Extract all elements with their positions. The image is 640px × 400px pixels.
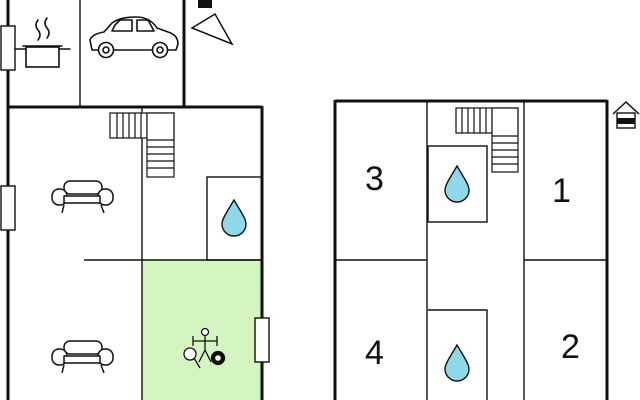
window xyxy=(254,317,270,363)
staircase-icon xyxy=(455,107,519,173)
water-drop-icon xyxy=(221,198,247,237)
bedroom-number: 3 xyxy=(365,160,384,198)
window xyxy=(0,25,16,71)
sofa-icon xyxy=(51,180,114,214)
cooking-pot-icon xyxy=(14,17,71,68)
ground-floor xyxy=(0,0,270,400)
upper-walls xyxy=(333,99,609,400)
bedroom-number: 2 xyxy=(561,328,580,366)
window xyxy=(0,185,16,231)
upper-inner-walls xyxy=(335,101,607,400)
ground-windows xyxy=(0,25,270,363)
sofa-icon xyxy=(51,340,114,374)
north-arrow-icon xyxy=(190,0,234,46)
water-drop-icon xyxy=(444,164,470,203)
ping-pong-foosball-billiards-icon xyxy=(183,327,226,369)
ground-inner-walls xyxy=(79,0,263,400)
water-drop-icon xyxy=(444,343,470,382)
bedroom-number: 1 xyxy=(552,172,571,210)
staircase-icon xyxy=(109,112,175,178)
house-floor-icon xyxy=(612,100,640,129)
bedroom-number: 4 xyxy=(365,334,384,372)
car-icon xyxy=(89,16,179,59)
upper-floor: 3 1 4 2 xyxy=(333,99,640,400)
